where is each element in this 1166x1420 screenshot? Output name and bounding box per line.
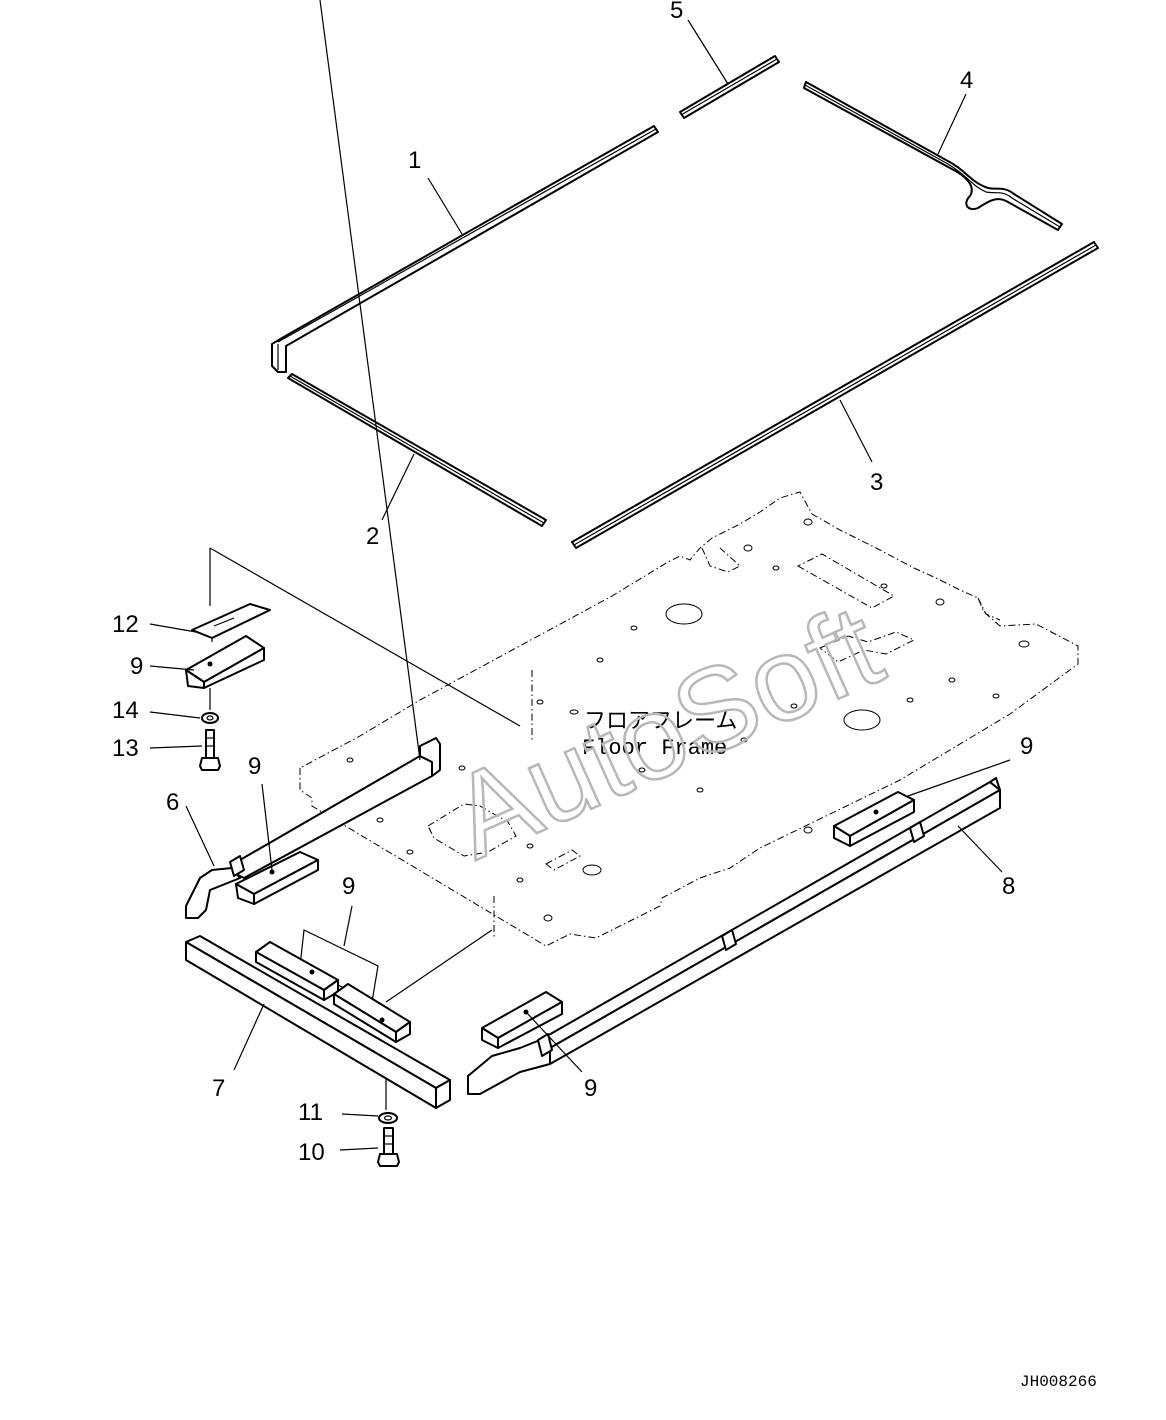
floor-frame-label-en: Floor Frame [582, 736, 727, 761]
watermark-text: AutoSoft [432, 580, 899, 885]
callout-3: 3 [870, 469, 883, 496]
seal-part-3 [571, 241, 1099, 549]
callout-11: 11 [298, 1099, 323, 1126]
rail-part-8 [467, 777, 1001, 1095]
block-part-9-front-right [481, 991, 563, 1049]
seal-part-4 [803, 81, 1063, 231]
callout-9-front-right: 9 [584, 1075, 597, 1102]
leader-lines [149, 19, 1011, 1151]
floor-frame-outline [299, 491, 1079, 947]
bolt-part-10 [377, 1127, 400, 1167]
callout-14: 14 [112, 697, 139, 724]
block-part-9-upper-left [185, 635, 265, 689]
beam-part-7 [185, 935, 451, 1109]
callout-13: 13 [112, 735, 139, 762]
callout-9-front: 9 [342, 873, 355, 900]
callout-8: 8 [1002, 873, 1015, 900]
callout-9-upper-left: 9 [130, 653, 143, 680]
callout-9-rear-right: 9 [1020, 733, 1033, 760]
callout-4: 4 [960, 67, 973, 94]
callout-2: 2 [366, 523, 379, 550]
block-part-9-rear-right [833, 791, 915, 847]
washer-part-11 [378, 1112, 398, 1124]
callout-7: 7 [212, 1075, 225, 1102]
rail-part-6 [185, 0, 441, 919]
callout-9-mid-left: 9 [248, 753, 261, 780]
callout-1: 1 [408, 147, 421, 174]
block-part-9-front-b [333, 983, 411, 1043]
drawing-number: JH008266 [1020, 1373, 1097, 1391]
plate-part-12 [191, 603, 271, 642]
seal-part-2 [287, 373, 547, 527]
bolt-part-13 [199, 729, 221, 771]
callout-5: 5 [670, 0, 683, 24]
floor-frame-label-jp: フロアフレーム [584, 710, 737, 735]
callout-12: 12 [112, 611, 139, 638]
block-part-9-mid-left [235, 851, 319, 905]
seal-part-1 [271, 125, 659, 373]
callout-10: 10 [298, 1139, 325, 1166]
callout-6: 6 [166, 789, 179, 816]
washer-part-14 [201, 712, 219, 724]
seal-part-5 [679, 55, 780, 119]
